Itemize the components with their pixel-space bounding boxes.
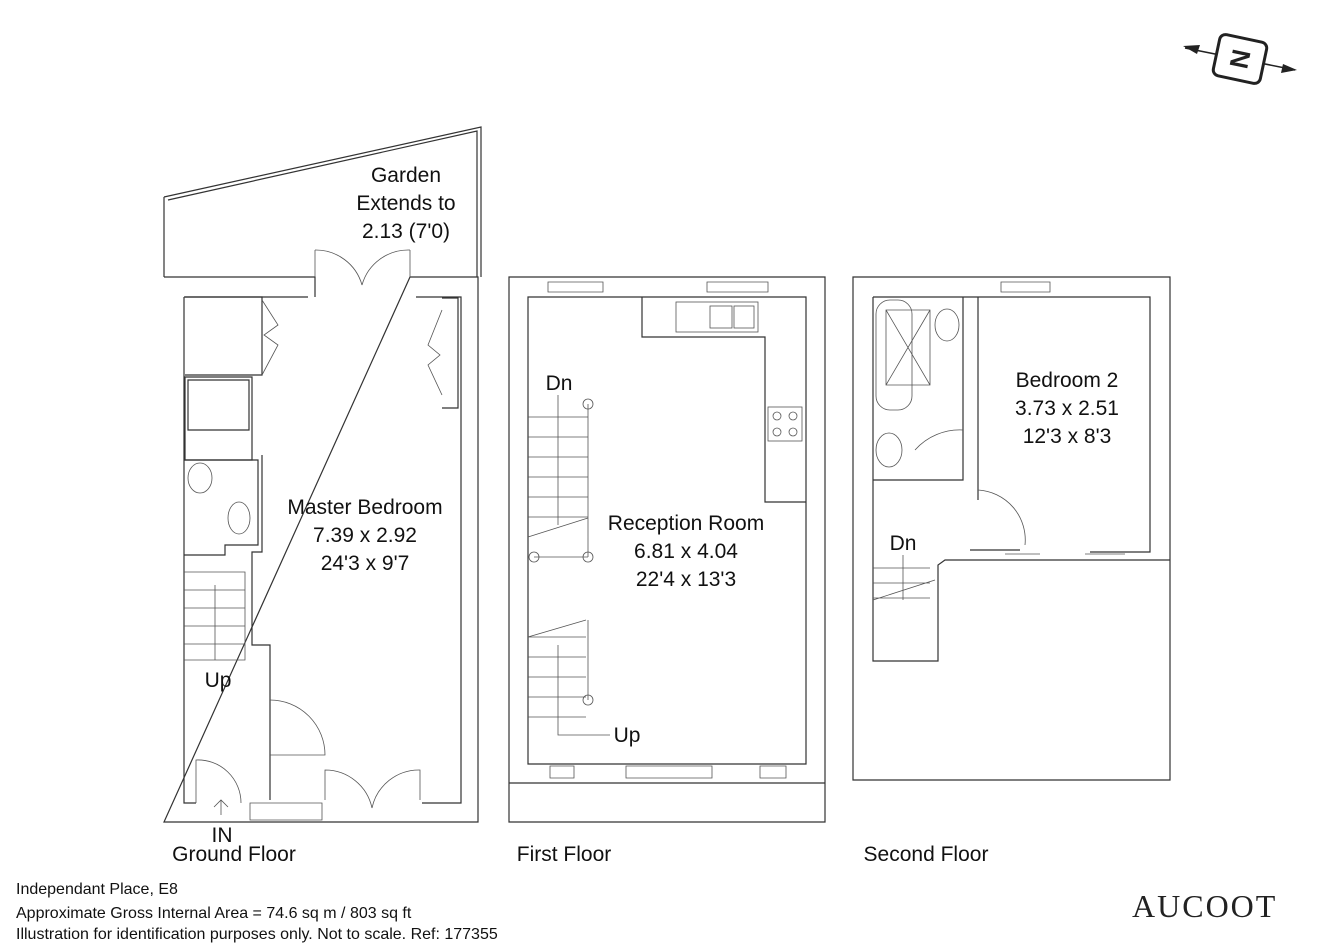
disclaimer-text: Illustration for identification purposes… [16,926,498,943]
second-floor-title: Second Floor [864,843,989,866]
stairs-up-label: Up [205,669,232,692]
stairs-down-label: Dn [546,372,573,395]
brand-logo: AUCOOT [1132,888,1278,924]
stairs-down-label: Dn [890,532,917,555]
stairs-up-label: Up [614,724,641,747]
first-floor-title: First Floor [517,843,612,866]
north-compass-icon: N [1183,33,1297,85]
address-text: Independant Place, E8 [16,881,178,898]
area-text: Approximate Gross Internal Area = 74.6 s… [16,905,412,922]
entrance-label: IN [212,824,233,847]
ground-floor-title: Ground Floor [172,843,296,866]
